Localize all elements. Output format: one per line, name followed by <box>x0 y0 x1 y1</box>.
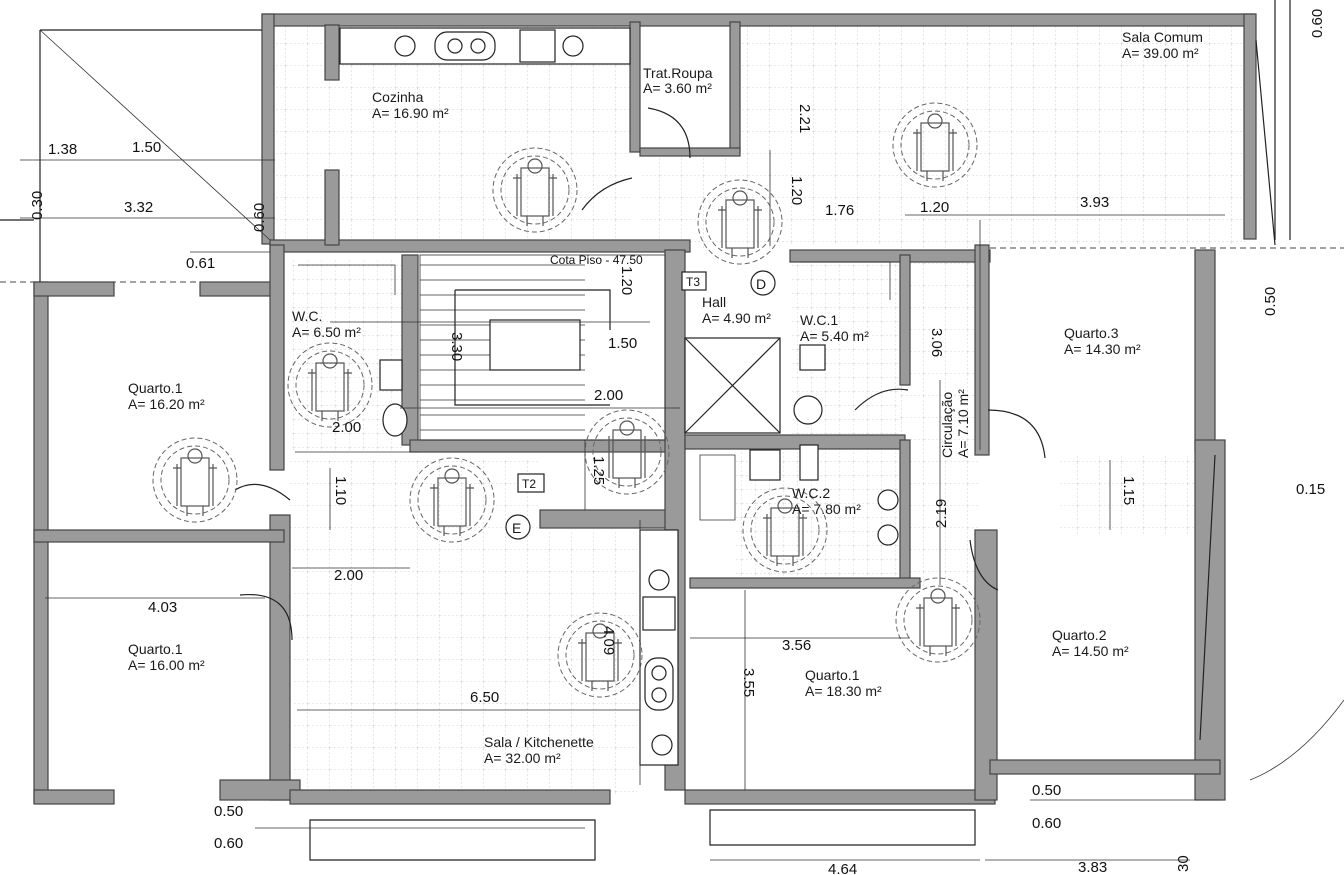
dim-1-10: 1.10 <box>332 476 349 505</box>
room-hall-name: Hall <box>702 294 726 310</box>
dim-4-03: 4.03 <box>148 599 177 616</box>
dim-6-50: 6.50 <box>470 689 499 706</box>
dim-0-30: 0.30 <box>29 191 46 220</box>
dim-0-60-top: 0.60 <box>1309 9 1326 38</box>
dim-1-76: 1.76 <box>825 202 854 219</box>
dim-0-50-a: 0.50 <box>1262 287 1279 316</box>
room-cozinha-name: Cozinha <box>372 89 424 105</box>
dim-0-50-b: 0.50 <box>214 803 243 820</box>
stairwell <box>419 254 666 441</box>
dim-4-64: 4.64 <box>828 861 857 875</box>
dim-3-32: 3.32 <box>124 199 153 216</box>
dim-30: 30 <box>1175 855 1192 872</box>
room-quarto2-name: Quarto.2 <box>1052 627 1107 643</box>
room-quarto3-name: Quarto.3 <box>1064 325 1119 341</box>
room-quarto2-area: A= 14.50 m² <box>1052 643 1129 659</box>
dim-2-00-b: 2.00 <box>332 419 361 436</box>
typology-t2-label: T2 <box>522 477 536 491</box>
dim-0-60-b: 0.60 <box>214 835 243 852</box>
dim-0-50-c: 0.50 <box>1032 782 1061 799</box>
room-quarto1-a-name: Quarto.1 <box>128 380 183 396</box>
room-trat-roupa-name: Trat.Roupa <box>643 65 713 81</box>
elevator <box>684 337 781 434</box>
room-quarto1-c-name: Quarto.1 <box>805 667 860 683</box>
dim-0-61: 0.61 <box>186 255 215 272</box>
dim-1-25: 1.25 <box>590 456 607 485</box>
room-wc2-name: W.C.2 <box>792 485 830 501</box>
dim-1-15: 1.15 <box>1120 476 1137 505</box>
room-quarto1-b-name: Quarto.1 <box>128 641 183 657</box>
dim-1-50-a: 1.50 <box>132 139 161 156</box>
dim-3-06: 3.06 <box>928 328 945 357</box>
dim-1-20-b: 1.20 <box>920 199 949 216</box>
dim-3-93: 3.93 <box>1080 194 1109 211</box>
unit-d-marker: D <box>756 276 766 292</box>
cota-piso-label: Cota Piso - 47.50 <box>550 253 643 267</box>
room-wc-area: A= 6.50 m² <box>292 324 361 340</box>
room-cozinha-area: A= 16.90 m² <box>372 105 449 121</box>
dim-3-56: 3.56 <box>782 637 811 654</box>
dim-1-50-b: 1.50 <box>608 335 637 352</box>
room-quarto1-c-area: A= 18.30 m² <box>805 683 882 699</box>
dim-0-60-c: 0.60 <box>1032 815 1061 832</box>
typology-t3-label: T3 <box>686 275 700 289</box>
dim-1-38: 1.38 <box>48 141 77 158</box>
dimension-lines <box>20 150 1225 861</box>
room-sala-comum-name: Sala Comum <box>1122 29 1203 45</box>
dim-3-83: 3.83 <box>1078 859 1107 875</box>
unit-e-marker: E <box>512 520 521 536</box>
room-circulacao-area: A= 7.10 m² <box>955 389 971 458</box>
dim-1-20-a: 1.20 <box>788 176 805 205</box>
fixtures <box>234 27 1046 766</box>
dim-3-30: 3.30 <box>448 332 465 361</box>
room-wc1-area: A= 5.40 m² <box>800 328 869 344</box>
room-trat-roupa-area: A= 3.60 m² <box>643 80 712 96</box>
dim-1-20-c: 1.20 <box>618 266 635 295</box>
room-wc1-name: W.C.1 <box>800 312 838 328</box>
dim-2-00-a: 2.00 <box>594 387 623 404</box>
room-sala-kitchenette-area: A= 32.00 m² <box>484 750 561 766</box>
dim-3-55: 3.55 <box>740 668 757 697</box>
room-sala-kitchenette-name: Sala / Kitchenette <box>484 734 594 750</box>
room-circulacao-name: Circulação <box>939 392 955 458</box>
annotations: Cota Piso - 47.50 T3 T2 D E <box>505 253 776 540</box>
room-quarto1-b-area: A= 16.00 m² <box>128 657 205 673</box>
room-quarto3-area: A= 14.30 m² <box>1064 341 1141 357</box>
room-labels: Cozinha A= 16.90 m² Trat.Roupa A= 3.60 m… <box>128 29 1203 766</box>
room-sala-comum-area: A= 39.00 m² <box>1122 45 1199 61</box>
room-wc2-area: A= 7.80 m² <box>792 501 861 517</box>
dimension-labels: 1.38 1.50 0.30 3.32 0.60 0.61 2.21 1.20 … <box>29 9 1326 875</box>
dim-0-15: 0.15 <box>1296 481 1325 498</box>
dim-2-19: 2.19 <box>933 499 950 528</box>
walls <box>33 13 1257 805</box>
room-quarto1-a-area: A= 16.20 m² <box>128 396 205 412</box>
room-hall-area: A= 4.90 m² <box>702 310 771 326</box>
dim-2-00-c: 2.00 <box>334 567 363 584</box>
dim-2-21: 2.21 <box>796 104 813 133</box>
dim-4-09: 4.09 <box>600 626 617 655</box>
room-wc-name: W.C. <box>292 308 322 324</box>
dim-0-60-a: 0.60 <box>251 203 268 232</box>
